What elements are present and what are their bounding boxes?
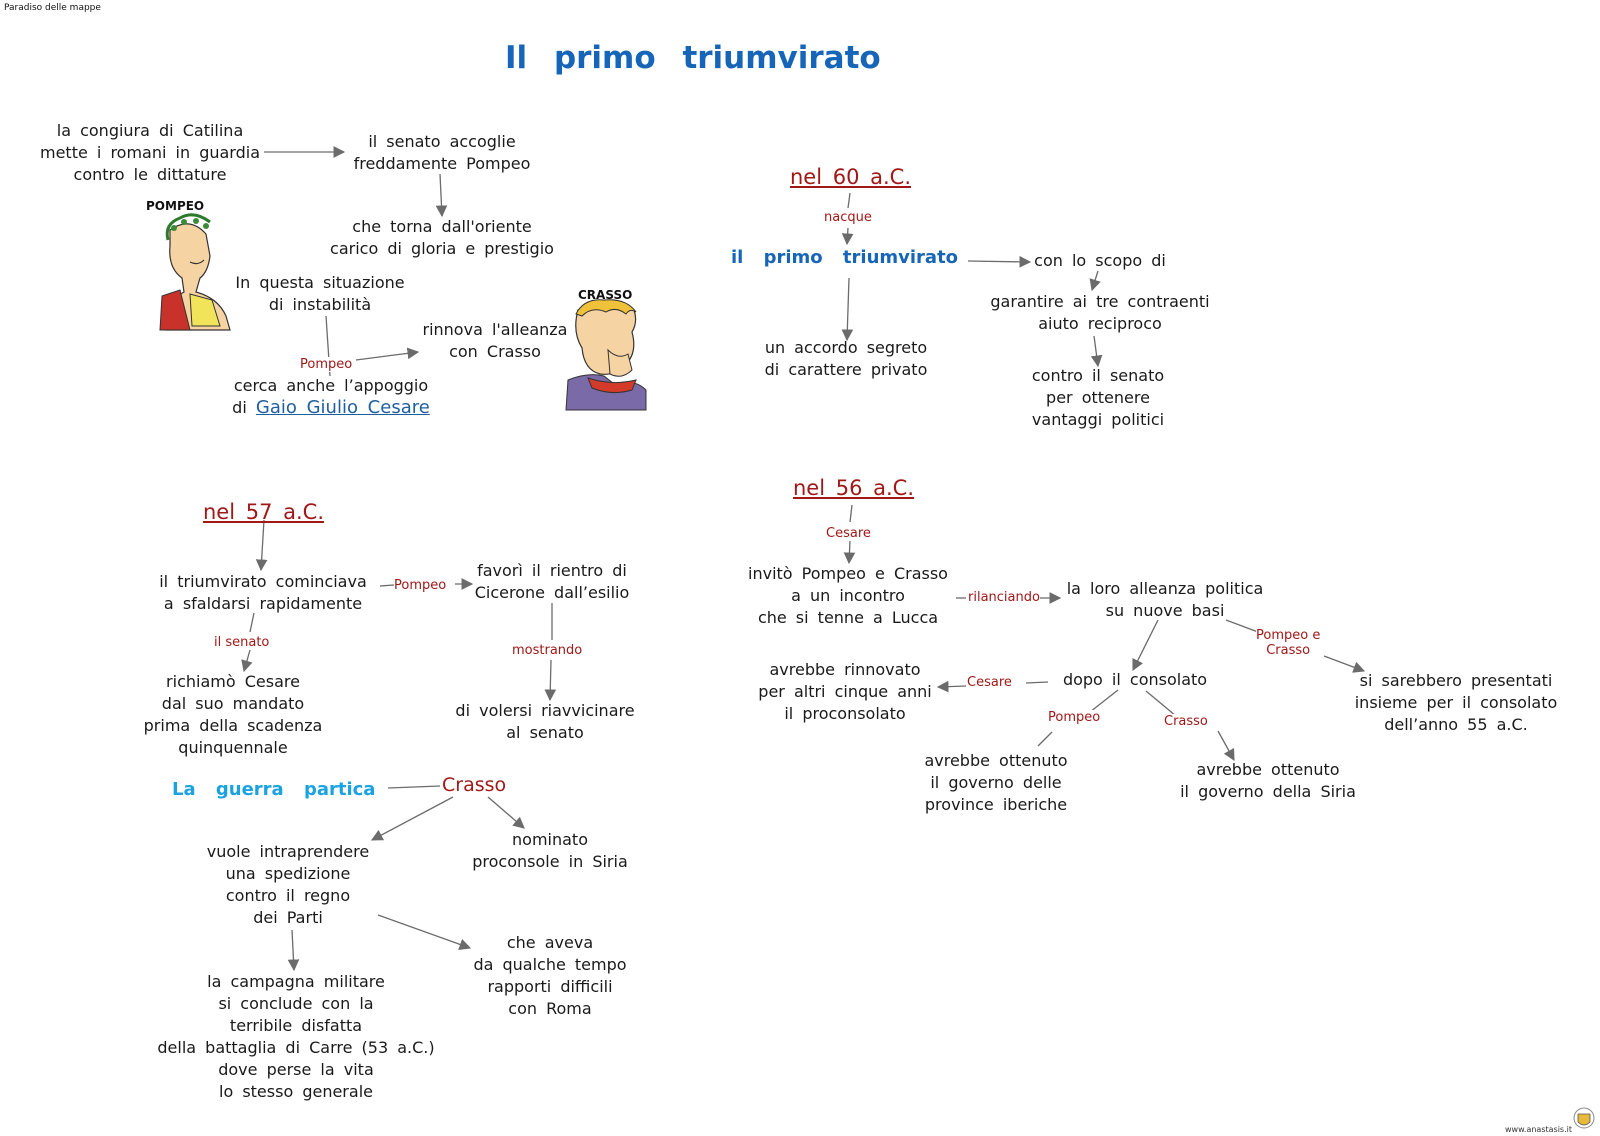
anastasis-logo	[1573, 1107, 1595, 1129]
connector-arrow	[1217, 730, 1235, 762]
connector-arrow	[370, 796, 454, 841]
connector-arrow	[435, 173, 448, 218]
page-title: Il primo triumvirato	[505, 40, 881, 76]
connector-arrow	[287, 929, 300, 972]
pompeo-caption: POMPEO	[146, 199, 205, 213]
crasso-illustration	[565, 299, 647, 411]
node-appoggio: cerca anche l’appoggio di Gaio Giulio Ce…	[232, 376, 430, 418]
connector-arrow	[843, 539, 856, 565]
connector-arrow	[487, 796, 525, 829]
connector-arrow	[241, 649, 253, 673]
connector-arrow	[841, 227, 854, 246]
connector-arrow	[1145, 690, 1177, 717]
label-il-senato: il senato	[214, 635, 270, 650]
label-rilanciando: rilanciando	[968, 590, 1040, 605]
node-consolato: dopo il consolato	[1062, 670, 1208, 689]
connector-arrow	[255, 519, 268, 572]
pompeo-illustration	[159, 213, 231, 331]
crasso-caption: CRASSO	[578, 288, 633, 302]
date-57: nel 57 a.C.	[203, 500, 325, 524]
label-cesare-1: Cesare	[826, 526, 871, 541]
connector-arrow	[544, 659, 557, 702]
label-crasso: Crasso	[1164, 714, 1208, 729]
connector-arrow	[1090, 335, 1103, 368]
label-mostrando: mostrando	[512, 643, 583, 658]
connector-arrow	[849, 504, 853, 523]
connector-arrow	[936, 680, 967, 693]
connector-arrow	[377, 914, 472, 950]
connector-arrow	[967, 255, 1032, 268]
brand-label: Paradiso delle mappe	[4, 3, 101, 13]
connector-arrow	[1025, 681, 1049, 684]
cesare-link[interactable]: Gaio Giulio Cesare	[255, 397, 430, 418]
connector-arrow	[1089, 270, 1101, 292]
head-primo-triumvirato: il primo triumvirato	[731, 247, 959, 268]
node-crasso: Crasso	[442, 774, 507, 796]
connector-arrow	[1225, 619, 1259, 633]
date-60: nel 60 a.C.	[790, 165, 912, 189]
label-pompeo-2: Pompeo	[394, 578, 447, 593]
footer-url: www.anastasis.it	[1505, 1125, 1572, 1134]
label-pompeo-3: Pompeo	[1048, 710, 1101, 725]
label-cesare-2: Cesare	[967, 675, 1012, 690]
connector-arrow	[1037, 731, 1053, 747]
connector-arrow	[1323, 655, 1366, 673]
connector-arrow	[379, 584, 395, 587]
head-guerra-partica: La guerra partica	[172, 779, 376, 800]
label-pompeo-1: Pompeo	[300, 357, 353, 372]
connector-arrow	[355, 347, 420, 361]
connector-arrow	[841, 277, 854, 342]
connector-arrow	[1089, 689, 1119, 713]
date-56: nel 56 a.C.	[793, 476, 915, 500]
connector-arrow	[1132, 619, 1159, 672]
connector-arrow	[249, 612, 255, 633]
node-scopo: con lo scopo di	[1034, 251, 1166, 270]
connector-arrow	[387, 785, 441, 789]
connector-arrow	[847, 192, 851, 209]
label-nacque: nacque	[824, 210, 872, 225]
